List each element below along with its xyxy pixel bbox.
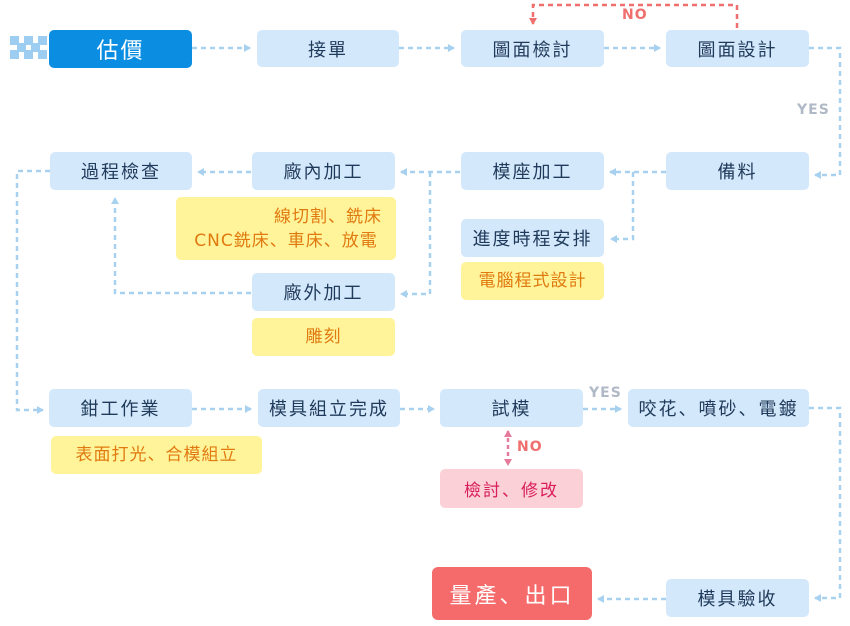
note-inhouse-line2: CNC銑床、車床、放電 bbox=[194, 230, 378, 251]
node-trial: 試模 bbox=[440, 389, 583, 427]
note-fitter: 表面打光、合模組立 bbox=[51, 436, 262, 474]
node-fitter: 鉗工作業 bbox=[49, 389, 192, 427]
note-computer-program: 電腦程式設計 bbox=[461, 262, 604, 300]
label-no-top: NO bbox=[622, 7, 648, 23]
node-drawing-review: 圖面檢討 bbox=[461, 30, 604, 67]
arrow-materials-schedule bbox=[610, 172, 635, 243]
arrow-outsourced-check bbox=[111, 197, 251, 295]
arrow-design-materials bbox=[809, 46, 842, 179]
arrow-moldbase-outsourced bbox=[400, 172, 432, 298]
note-review-fix: 檢討、修改 bbox=[440, 469, 583, 508]
node-order: 接單 bbox=[257, 30, 399, 67]
node-mold-base: 模座加工 bbox=[461, 152, 604, 190]
node-process-check: 過程檢查 bbox=[50, 152, 192, 190]
node-inhouse: 廠內加工 bbox=[252, 152, 395, 190]
arrow-check-fitter bbox=[15, 169, 50, 414]
node-drawing-design: 圖面設計 bbox=[666, 30, 809, 67]
note-engraving: 雕刻 bbox=[252, 318, 395, 356]
node-acceptance: 模具驗收 bbox=[666, 579, 809, 617]
node-outsourced: 廠外加工 bbox=[252, 273, 395, 311]
node-estimate: 估價 bbox=[49, 30, 192, 68]
label-no-trial: NO bbox=[517, 439, 543, 455]
label-yes-right: YES bbox=[797, 102, 830, 118]
node-texture: 咬花、噴砂、電鍍 bbox=[628, 389, 809, 427]
node-materials: 備料 bbox=[666, 152, 809, 190]
note-inhouse: 線切割、銑床 CNC銑床、車床、放電 bbox=[176, 197, 396, 260]
node-mold-complete: 模具組立完成 bbox=[258, 389, 400, 427]
arrow-texture-acceptance bbox=[809, 406, 842, 602]
note-inhouse-line1: 線切割、銑床 bbox=[274, 206, 382, 227]
label-yes-trial: YES bbox=[589, 385, 622, 401]
node-production: 量產、出口 bbox=[432, 567, 592, 620]
node-schedule: 進度時程安排 bbox=[461, 219, 604, 257]
arrow-no-design-review bbox=[529, 3, 739, 28]
